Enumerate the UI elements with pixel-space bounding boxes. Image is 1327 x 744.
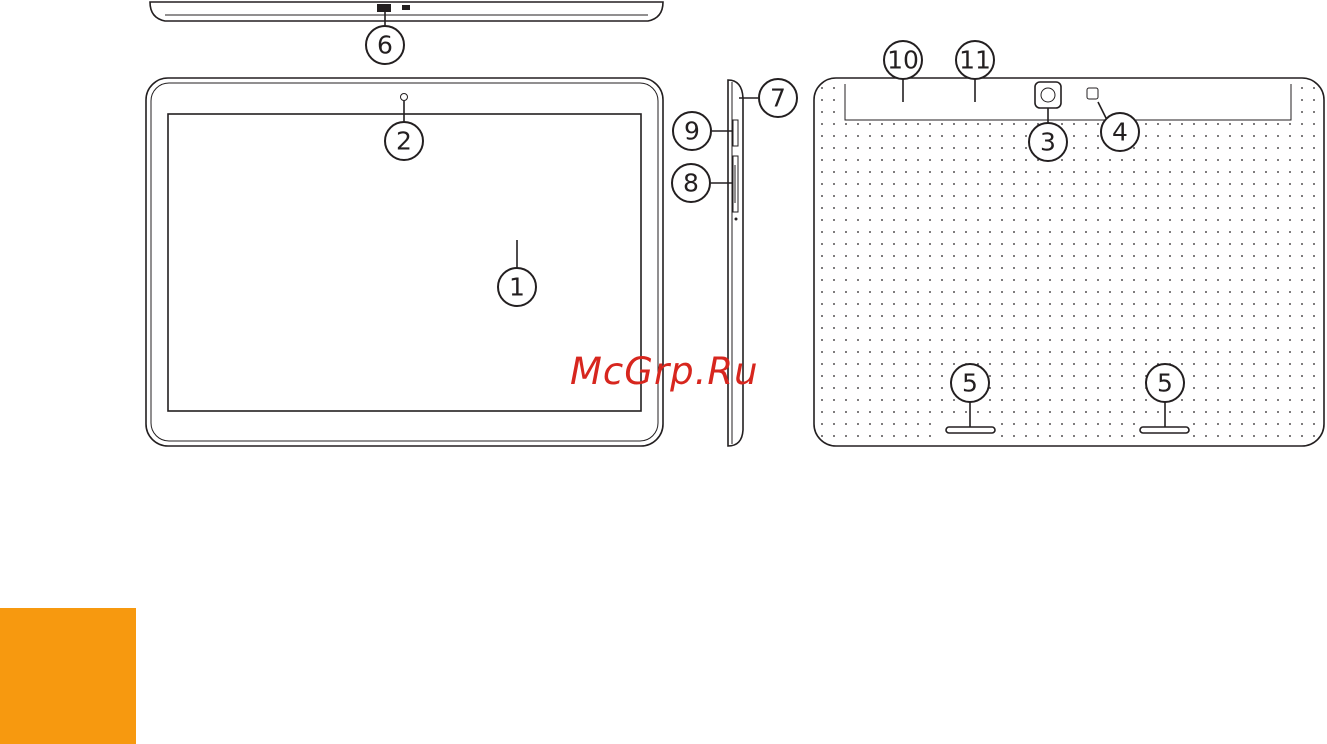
callout-1-label: 1 xyxy=(509,273,525,302)
usb-port-icon xyxy=(377,4,391,12)
watermark: McGrp.Ru xyxy=(570,350,759,393)
callout-7-label: 7 xyxy=(770,84,786,113)
callout-5-right-label: 5 xyxy=(1157,369,1173,398)
callout-5-right: 5 xyxy=(1146,364,1184,402)
callout-10: 10 xyxy=(884,41,922,79)
callout-4-label: 4 xyxy=(1112,118,1128,147)
callout-7: 7 xyxy=(759,79,797,117)
callout-6-label: 6 xyxy=(377,31,393,60)
callout-5-left: 5 xyxy=(951,364,989,402)
callout-11: 11 xyxy=(956,41,994,79)
callout-6: 6 xyxy=(366,26,404,64)
rear-camera-icon xyxy=(1035,82,1061,108)
callout-10-label: 10 xyxy=(887,46,919,75)
callout-3-label: 3 xyxy=(1040,128,1056,157)
power-button xyxy=(733,120,738,146)
callout-4: 4 xyxy=(1101,113,1139,151)
speaker-right-icon xyxy=(1140,427,1189,433)
callout-8-label: 8 xyxy=(683,169,699,198)
callout-2: 2 xyxy=(385,122,423,160)
callout-1: 1 xyxy=(498,268,536,306)
callout-9: 9 xyxy=(673,112,711,150)
tablet-top-edge-view xyxy=(150,2,663,21)
callout-8: 8 xyxy=(672,164,710,202)
callout-5-left-label: 5 xyxy=(962,369,978,398)
headphone-jack-icon xyxy=(402,5,410,10)
back-dot-texture xyxy=(821,87,1315,437)
microphone-icon xyxy=(735,218,738,221)
callout-2-label: 2 xyxy=(396,127,412,156)
callout-3: 3 xyxy=(1029,123,1067,161)
callout-11-label: 11 xyxy=(959,46,991,75)
callout-9-label: 9 xyxy=(684,117,700,146)
front-camera-icon xyxy=(401,94,408,101)
speaker-left-icon xyxy=(946,427,995,433)
tablet-back-view xyxy=(814,78,1324,446)
flash-icon xyxy=(1087,88,1098,99)
leader-lines xyxy=(385,12,1165,427)
orange-corner-block xyxy=(0,608,136,744)
